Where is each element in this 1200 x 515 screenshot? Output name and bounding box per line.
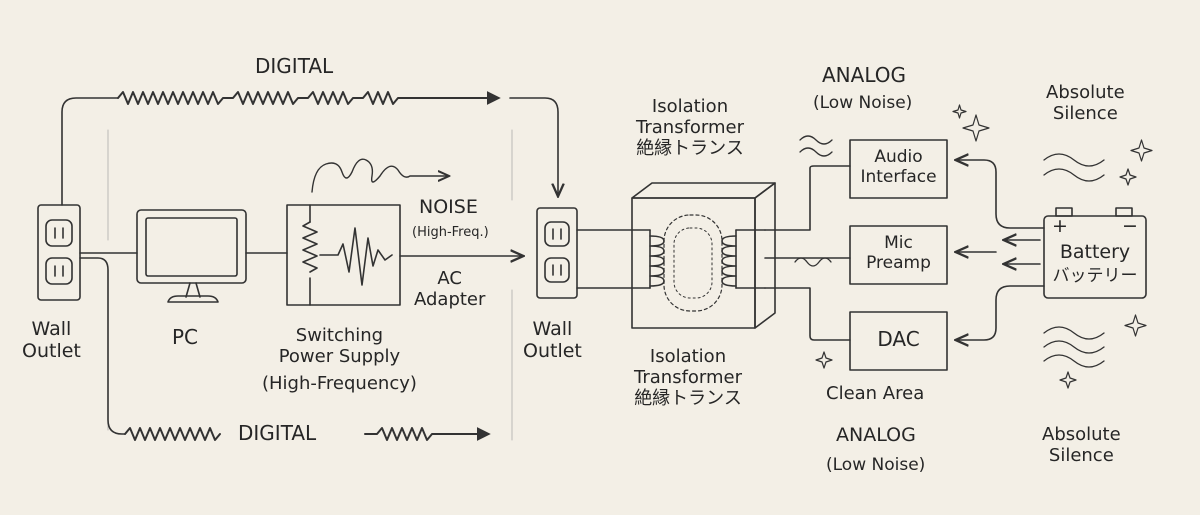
noise-label: NOISE (419, 196, 478, 218)
switching-supply-line2: Power Supply (278, 346, 401, 368)
noise-squiggle (311, 158, 448, 193)
battery-minus-label: − (1122, 215, 1138, 237)
iso-bottom-line1: Isolation (649, 346, 727, 367)
switching-supply-label: Switching Power Supply (High-Frequency) (262, 325, 417, 395)
isolation-transformer-icon (631, 182, 776, 329)
iso-top-line2: Transformer (636, 117, 745, 139)
dac-label: DAC (877, 327, 920, 351)
pc-label: PC (172, 325, 199, 349)
wall-outlet-left-label: Wall Outlet (22, 318, 81, 363)
ac-adapter-line2: Adapter (414, 289, 486, 311)
ac-adapter-line1: AC (437, 268, 462, 289)
audio-interface-line1: Audio (874, 147, 923, 167)
battery-plus-label: + (1052, 215, 1068, 237)
audio-interface-line2: Interface (860, 167, 937, 188)
battery-jp-label: バッテリー (1052, 266, 1138, 286)
wall-outlet-mid-line1: Wall (532, 318, 573, 340)
pc-icon (136, 209, 247, 303)
audio-interface-label: Audio Interface (850, 147, 947, 187)
digital-bottom-label: DIGITAL (238, 421, 317, 445)
digital-line-top-to-outlet (509, 97, 558, 195)
switching-supply-line3: (High-Frequency) (262, 373, 417, 395)
digital-zigzag-bottom-right (364, 427, 491, 441)
iso-bottom-line3: 絶縁トランス (634, 388, 742, 410)
mic-preamp-box (849, 225, 948, 285)
sparkle-icons (815, 104, 1153, 389)
wall-outlet-mid-label: Wall Outlet (523, 318, 582, 363)
decorative-waves (794, 135, 1105, 368)
clean-area-label: Clean Area (826, 383, 925, 404)
digital-line-top (61, 97, 119, 206)
wall-outlet-left-line2: Outlet (22, 340, 81, 363)
switching-supply-line1: Switching (295, 325, 384, 346)
isolation-transformer-bottom-label: Isolation Transformer 絶縁トランス (634, 346, 742, 410)
wall-outlet-mid-line2: Outlet (523, 340, 582, 363)
digital-top-label: DIGITAL (255, 54, 334, 78)
wall-outlet-left-icon (37, 204, 81, 301)
analog-bottom-label: ANALOG (836, 424, 916, 446)
dac-box (849, 311, 948, 371)
wall-outlet-left-line1: Wall (31, 318, 72, 340)
iso-bottom-line2: Transformer (634, 367, 743, 389)
analog-top-sub-label: (Low Noise) (813, 93, 913, 113)
silence-bottom-label: Absolute Silence (1042, 424, 1121, 466)
mic-preamp-line2: Preamp (866, 253, 931, 274)
noise-sub-label: (High-Freq.) (412, 225, 489, 240)
wall-outlet-mid-icon (536, 207, 578, 299)
mic-preamp-line1: Mic (884, 233, 913, 253)
silence-bottom-line1: Absolute (1042, 424, 1121, 445)
analog-top-label: ANALOG (822, 63, 906, 87)
audio-interface-box (849, 139, 948, 199)
silence-bottom-line2: Silence (1048, 445, 1114, 467)
silence-top-label: Absolute Silence (1046, 82, 1125, 124)
silence-top-line2: Silence (1052, 103, 1118, 125)
digital-zigzag-top (117, 91, 501, 105)
iso-top-line1: Isolation (651, 96, 729, 117)
iso-top-line3: 絶縁トランス (636, 138, 744, 160)
digital-line-bottom (79, 257, 126, 435)
isolation-transformer-top-label: Isolation Transformer 絶縁トランス (636, 96, 744, 160)
ac-adapter-label: AC Adapter (414, 268, 485, 310)
switching-power-supply-icon (286, 204, 401, 306)
digital-zigzag-bottom-left (124, 427, 221, 441)
analog-bottom-sub-label: (Low Noise) (826, 455, 926, 475)
battery-icon (1043, 207, 1147, 299)
battery-label: Battery (1059, 241, 1131, 263)
silence-top-line1: Absolute (1046, 82, 1125, 103)
mic-preamp-label: Mic Preamp (850, 233, 947, 273)
